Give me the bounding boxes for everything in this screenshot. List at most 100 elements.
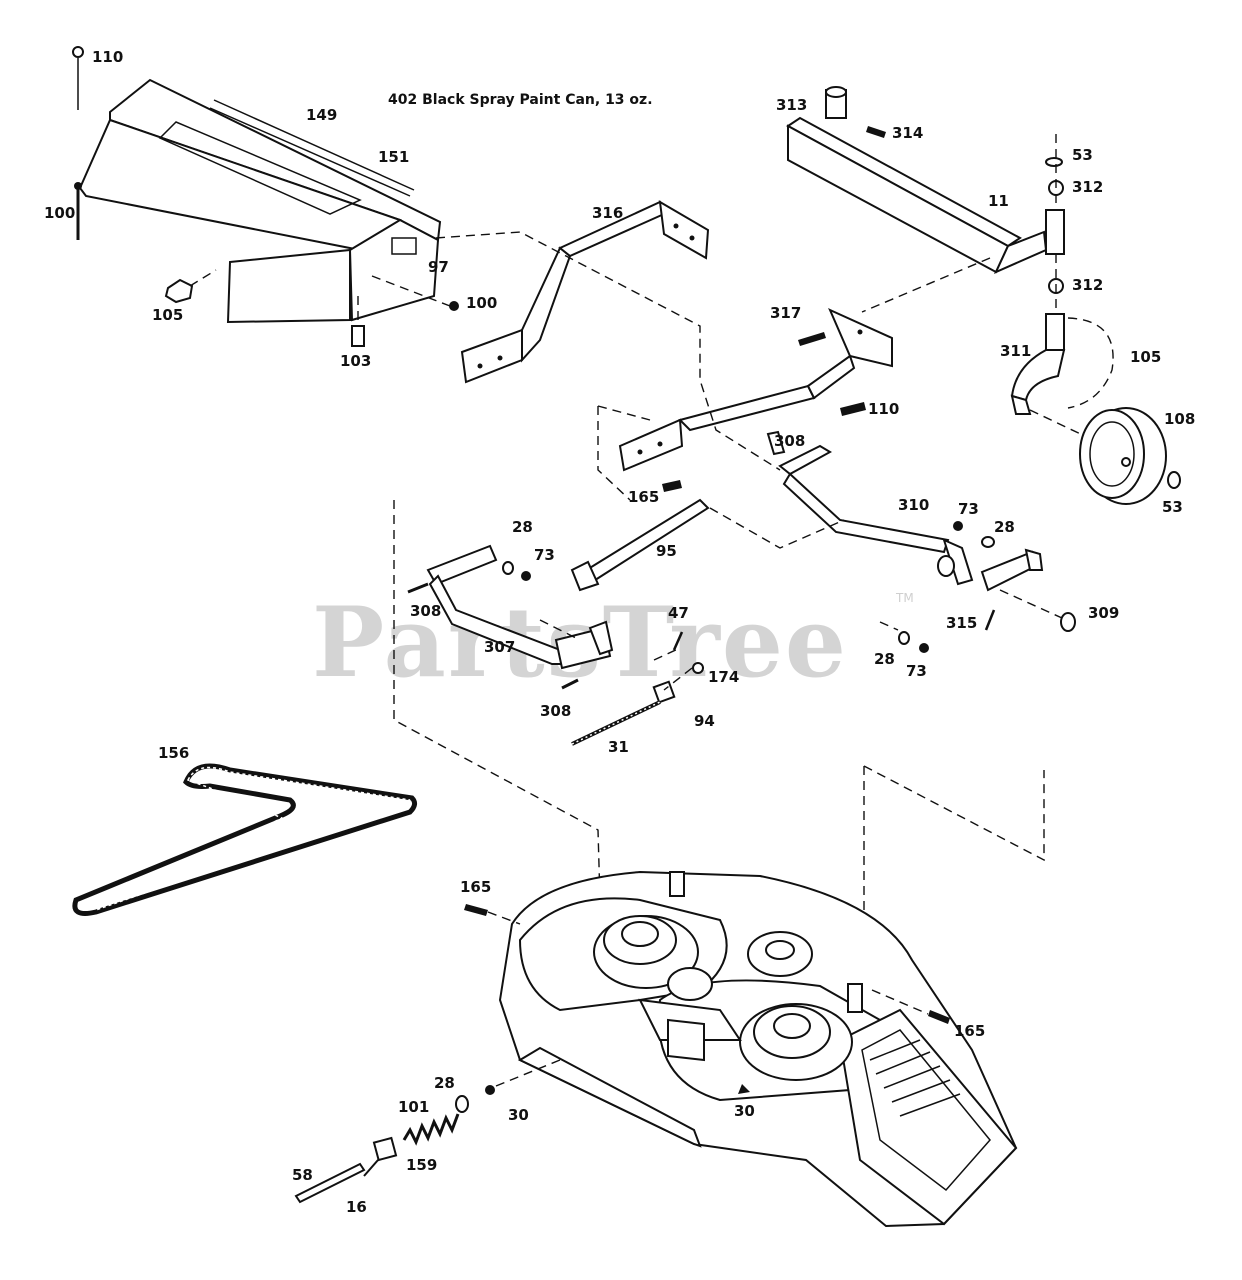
label-73-center: 73 xyxy=(906,662,927,680)
leader-spring-deck xyxy=(495,1059,561,1087)
label-28-spring: 28 xyxy=(434,1074,455,1092)
shaft-307 xyxy=(426,544,614,670)
pin-47 xyxy=(672,631,684,651)
label-159: 159 xyxy=(406,1156,437,1174)
label-165-mid: 165 xyxy=(628,488,659,506)
nut-105-left xyxy=(164,269,217,304)
label-53-wheel: 53 xyxy=(1162,498,1183,516)
belt-156 xyxy=(72,763,418,916)
bolt-110-top xyxy=(72,46,84,110)
label-315: 315 xyxy=(946,614,977,632)
pivot-sleeve xyxy=(1045,209,1065,255)
label-97: 97 xyxy=(428,258,449,276)
label-309: 309 xyxy=(1088,604,1119,622)
label-101: 101 xyxy=(398,1098,429,1116)
washer-28-left xyxy=(502,561,514,575)
label-174: 174 xyxy=(708,668,739,686)
paint-note: 402 Black Spray Paint Can, 13 oz. xyxy=(388,92,653,108)
part-labels: 110 149 151 100 97 105 100 103 313 314 5… xyxy=(44,48,1195,1216)
label-165-deck-left: 165 xyxy=(460,878,491,896)
leader-axle-bracket xyxy=(861,257,991,313)
label-100-right: 100 xyxy=(466,294,497,312)
watermark-trademark: TM xyxy=(895,591,914,605)
label-28-center: 28 xyxy=(874,650,895,668)
pin-308-lower xyxy=(561,678,579,690)
pin-308-left xyxy=(407,582,429,594)
pin-16 xyxy=(363,1159,379,1177)
bolt-165-mid xyxy=(662,480,682,492)
leader-165-deck-right xyxy=(871,989,929,1015)
label-28-right: 28 xyxy=(994,518,1015,536)
screw-100-right xyxy=(371,275,459,311)
label-308-left: 308 xyxy=(410,602,441,620)
label-156: 156 xyxy=(158,744,189,762)
label-310: 310 xyxy=(898,496,929,514)
nut-174 xyxy=(692,662,704,674)
label-16: 16 xyxy=(346,1198,367,1216)
bracket-317 xyxy=(618,308,893,472)
nut-30-spring xyxy=(485,1085,495,1095)
label-151: 151 xyxy=(378,148,409,166)
leader-95 xyxy=(709,507,845,549)
axle-bar-313 xyxy=(786,86,1048,274)
label-308-top: 308 xyxy=(774,432,805,450)
bolt-165-right-deck xyxy=(928,1010,950,1024)
rod-58 xyxy=(294,1162,366,1204)
washer-53-top xyxy=(1045,157,1063,167)
caster-fork-311 xyxy=(1010,313,1066,415)
leader-frame-left xyxy=(393,500,601,901)
rod-95 xyxy=(570,498,710,592)
nut-73-center xyxy=(919,643,929,653)
leader-cover-bracket xyxy=(435,231,781,471)
bracket-316 xyxy=(460,200,710,384)
nut-73-left xyxy=(521,571,531,581)
threaded-rod-31 xyxy=(571,700,661,746)
label-31: 31 xyxy=(608,738,629,756)
nut-73-right xyxy=(953,521,963,531)
label-103: 103 xyxy=(340,352,371,370)
label-95: 95 xyxy=(656,542,677,560)
washer-309 xyxy=(1060,612,1076,632)
label-313: 313 xyxy=(776,96,807,114)
leader-28-center xyxy=(879,621,899,631)
label-308-lower: 308 xyxy=(540,702,571,720)
clip-103 xyxy=(351,296,365,347)
pin-100-left xyxy=(74,182,82,240)
label-28-left: 28 xyxy=(512,518,533,536)
label-94: 94 xyxy=(694,712,715,730)
belt-cover xyxy=(78,78,442,324)
leader-307-misc xyxy=(539,619,693,691)
leader-frame-right xyxy=(863,765,1045,940)
label-105-right: 105 xyxy=(1130,348,1161,366)
label-11: 11 xyxy=(988,192,1009,210)
pin-308-top xyxy=(766,430,786,456)
wheel-108 xyxy=(1079,407,1167,505)
block-159 xyxy=(372,1136,398,1162)
label-311: 311 xyxy=(1000,342,1031,360)
label-73-right: 73 xyxy=(958,500,979,518)
label-317: 317 xyxy=(770,304,801,322)
shaft-310 xyxy=(778,444,974,586)
bracket-315 xyxy=(980,548,1044,592)
mower-deck xyxy=(498,870,1018,1228)
washer-28-spring xyxy=(455,1095,469,1113)
washer-53-wheel xyxy=(1167,471,1181,489)
washer-28-right xyxy=(981,536,995,548)
label-165-deck-right: 165 xyxy=(954,1022,985,1040)
nut-30-center xyxy=(738,1084,750,1094)
block-94 xyxy=(652,680,676,704)
label-108: 108 xyxy=(1164,410,1195,428)
leader-105-fork xyxy=(1067,317,1114,409)
bolt-110-mid xyxy=(840,402,866,416)
label-312-top: 312 xyxy=(1072,178,1103,196)
label-307: 307 xyxy=(484,638,515,656)
label-100-left: 100 xyxy=(44,204,75,222)
label-53-top: 53 xyxy=(1072,146,1093,164)
label-149: 149 xyxy=(306,106,337,124)
label-30-spring: 30 xyxy=(508,1106,529,1124)
label-110-mid: 110 xyxy=(868,400,899,418)
label-110-top: 110 xyxy=(92,48,123,66)
label-73-left: 73 xyxy=(534,546,555,564)
label-47: 47 xyxy=(668,604,689,622)
